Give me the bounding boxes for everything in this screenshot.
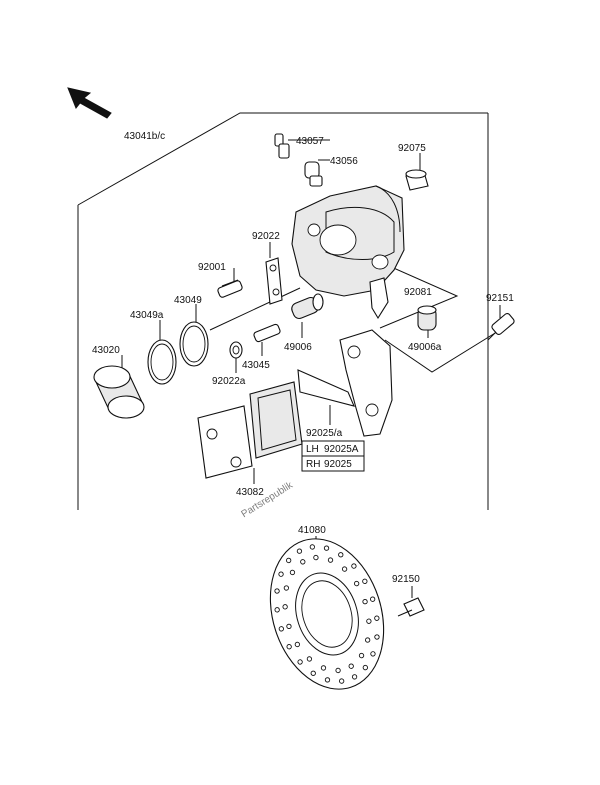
disc-hole xyxy=(300,559,306,565)
boot-49006a xyxy=(417,305,437,331)
label-43057: 43057 xyxy=(296,136,324,147)
disc-hole xyxy=(348,663,354,669)
disc-hole xyxy=(335,667,341,674)
label-43056: 43056 xyxy=(330,156,358,167)
assembly-frame xyxy=(77,112,489,510)
fitting-cap xyxy=(304,161,323,187)
disc-hole xyxy=(358,652,365,659)
disc-hole xyxy=(364,637,371,643)
bolt-92150 xyxy=(397,597,425,617)
variant-lh-label: LH xyxy=(306,444,319,455)
washer-92022a xyxy=(229,341,243,359)
disc-hole xyxy=(297,659,303,665)
caliper-body xyxy=(291,185,405,297)
seal-43049a xyxy=(147,339,177,385)
disc-hole xyxy=(320,665,327,671)
disc-hole xyxy=(286,623,292,630)
disc-hole xyxy=(370,651,376,657)
label-92022: 92022 xyxy=(252,231,280,242)
variant-rh-part: 92025 xyxy=(324,459,352,470)
disc-hole xyxy=(351,674,358,680)
disc-hole xyxy=(274,607,280,613)
pin-43045 xyxy=(253,323,281,343)
label-92151: 92151 xyxy=(486,293,514,304)
sleeve-49006 xyxy=(291,293,324,320)
bolt-92001 xyxy=(217,279,243,298)
disc-hole xyxy=(353,580,360,587)
brake-pad-outer xyxy=(249,381,303,459)
cap-92075 xyxy=(405,169,429,191)
disc-hole xyxy=(341,566,348,572)
disc-hole xyxy=(323,545,330,551)
disc-hole xyxy=(338,678,345,684)
disc-hole xyxy=(306,656,313,662)
disc-hole xyxy=(278,571,284,577)
label-92001: 92001 xyxy=(198,262,226,273)
label-43082: 43082 xyxy=(236,487,264,498)
disc-hole xyxy=(366,618,372,624)
seal-43049 xyxy=(179,321,209,367)
brake-disc xyxy=(269,538,385,690)
disc-hole xyxy=(362,598,368,605)
label-92081: 92081 xyxy=(404,287,432,298)
label-43049: 43049 xyxy=(174,295,202,306)
disc-hole xyxy=(309,544,316,550)
disc-hole xyxy=(324,677,331,683)
disc-hole xyxy=(362,664,368,671)
variant-table: LH 92025A RH 92025 xyxy=(301,440,365,472)
bleeder-valve xyxy=(274,133,290,159)
disc-hole xyxy=(327,557,334,563)
variant-lh-part: 92025A xyxy=(324,444,359,455)
disc-hole xyxy=(282,604,288,610)
label-92025a: 92025/a xyxy=(306,428,343,439)
disc-hole xyxy=(351,563,357,569)
disc-hole xyxy=(289,569,296,576)
variant-rh-label: RH xyxy=(306,459,320,470)
disc-hole xyxy=(283,585,290,591)
arrow-up-left-icon xyxy=(67,87,112,119)
label-43041bc: 43041b/c xyxy=(124,131,165,142)
label-49006a: 49006a xyxy=(408,342,442,353)
label-43049a: 43049a xyxy=(130,310,164,321)
label-92150: 92150 xyxy=(392,574,420,585)
disc-hole xyxy=(370,596,376,602)
disc-hole xyxy=(286,644,292,650)
disc-hole xyxy=(278,626,284,632)
label-41080: 41080 xyxy=(298,525,326,536)
disc-hole xyxy=(310,670,316,676)
piston-43020 xyxy=(93,365,145,419)
bracket-92025 xyxy=(339,329,393,437)
label-43020: 43020 xyxy=(92,345,120,356)
disc-hole xyxy=(338,552,344,558)
disc-hole xyxy=(294,641,301,648)
disc-hole xyxy=(374,634,380,640)
label-92022a: 92022a xyxy=(212,376,246,387)
bolt-92151 xyxy=(487,313,515,341)
disc-hole xyxy=(313,554,319,561)
label-92075: 92075 xyxy=(398,143,426,154)
part-labels: 43041b/c 43057 43056 92075 92022 92001 4… xyxy=(92,131,514,585)
disc-hole xyxy=(286,557,292,564)
pad-shim xyxy=(297,369,355,407)
disc-hole xyxy=(374,615,380,621)
lock-plate-92022 xyxy=(265,257,283,305)
disc-hole xyxy=(362,578,368,584)
label-49006: 49006 xyxy=(284,342,312,353)
disc-hole xyxy=(274,588,280,594)
watermark: Partsrepublik xyxy=(240,479,296,520)
clip-92081 xyxy=(369,277,389,320)
label-43045: 43045 xyxy=(242,360,270,371)
disc-hole xyxy=(296,548,303,554)
brake-pad-inner xyxy=(197,405,253,479)
